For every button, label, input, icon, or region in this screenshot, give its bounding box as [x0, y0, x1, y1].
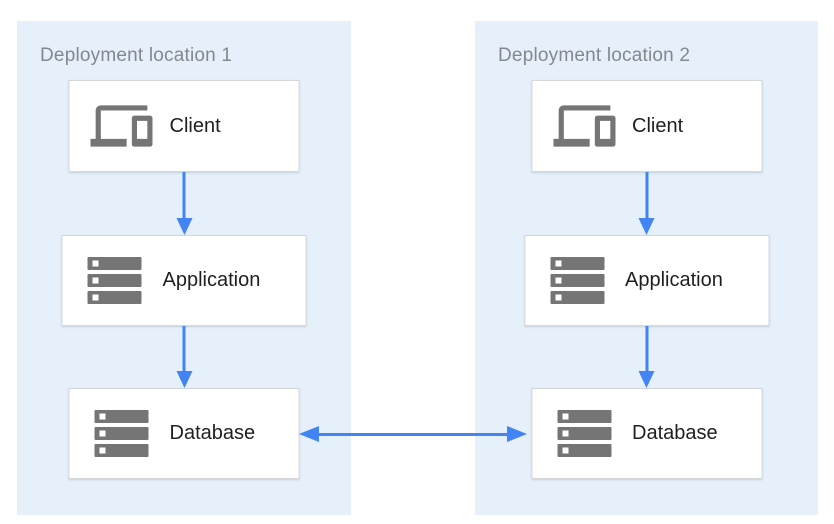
arrow-shaft	[182, 326, 186, 371]
node-label: Application	[625, 269, 723, 291]
node-application: Application	[61, 235, 307, 326]
server-stack-icon	[545, 257, 609, 304]
arrow-shaft	[182, 172, 186, 218]
arrow-client-to-application	[638, 172, 655, 235]
node-label: Client	[632, 114, 684, 137]
server-stack-icon	[90, 410, 154, 457]
arrow-shaft	[645, 172, 648, 218]
arrow-shaft	[319, 432, 507, 436]
node-label: Client	[169, 114, 221, 137]
deployment-location-1-panel: Deployment location 1 Client	[17, 21, 351, 515]
arrow-down-icon	[176, 218, 192, 235]
arrow-client-to-application	[176, 172, 193, 235]
node-database: Database	[531, 388, 762, 479]
arrow-shaft	[645, 326, 648, 371]
node-application: Application	[524, 235, 769, 326]
arrow-application-to-database	[176, 326, 193, 388]
server-stack-icon	[552, 410, 616, 457]
devices-icon	[552, 95, 616, 157]
node-client: Client	[531, 80, 762, 172]
node-label: Database	[169, 422, 256, 444]
panel-title: Deployment location 1	[40, 45, 233, 66]
arrow-down-icon	[638, 218, 655, 235]
node-database: Database	[68, 388, 300, 479]
arrow-application-to-database	[638, 326, 655, 388]
deployment-location-2-panel: Deployment location 2 Client	[475, 21, 818, 515]
arrow-left-icon	[299, 426, 319, 442]
arrow-database-replication	[299, 425, 527, 443]
panel-title: Deployment location 2	[498, 45, 691, 66]
server-stack-icon	[83, 257, 147, 304]
arrow-down-icon	[638, 371, 655, 388]
node-label: Database	[632, 422, 718, 444]
node-label: Application	[162, 269, 261, 291]
arrow-right-icon	[507, 426, 527, 442]
arrow-down-icon	[176, 371, 192, 388]
node-client: Client	[68, 80, 300, 172]
devices-icon	[90, 95, 154, 157]
